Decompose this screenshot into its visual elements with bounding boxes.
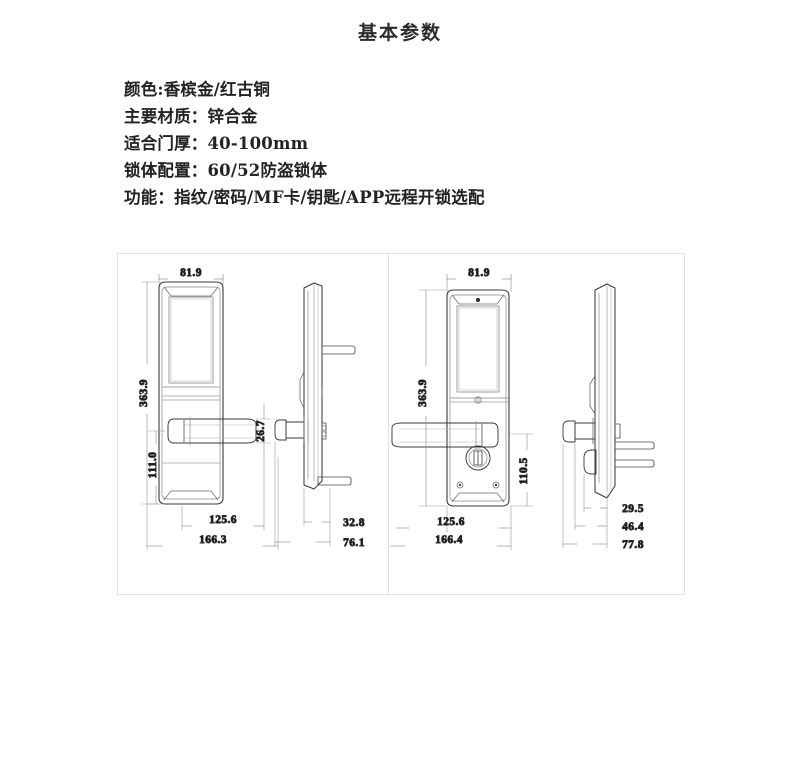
spec-line-door-thickness: 适合门厚：40-100mm (124, 134, 309, 153)
dim-back-height-363-9: 363.9 (417, 379, 429, 407)
dim-side-depth-76-1: 76.1 (343, 537, 365, 549)
spec-line-features: 功能：指纹/密码/MF卡/钥匙/APP远程开锁选配 (124, 188, 485, 207)
dim-back-handle-height-110-5: 110.5 (518, 457, 530, 484)
spec-line-color: 颜色:香槟金/红古铜 (124, 80, 271, 99)
dim-front-outer-width-166-3: 166.3 (199, 534, 227, 546)
dim-back-width-81-9: 81.9 (468, 267, 490, 279)
dim-back-side-depth-46-4: 46.4 (622, 521, 644, 533)
dim-side-depth-32-8: 32.8 (343, 517, 365, 529)
dim-front-handle-height-111-0: 111.0 (147, 452, 159, 479)
back-panel-svg: 81.9 363.9 110.5 (390, 267, 655, 551)
dim-back-inner-width-125-6: 125.6 (437, 516, 465, 528)
dim-back-outer-width-166-4: 166.4 (435, 534, 463, 546)
dim-back-side-depth-77-8: 77.8 (622, 539, 644, 551)
front-panel-drawing: 81.9 363.9 111.0 (118, 254, 388, 594)
technical-drawing-panel: 81.9 363.9 111.0 (117, 253, 685, 595)
dim-front-height-363-9: 363.9 (138, 379, 150, 407)
spec-line-lock-body: 锁体配置：60/52防盗锁体 (124, 161, 328, 180)
page-title: 基本参数 (357, 22, 442, 44)
dim-front-inner-width-125-6: 125.6 (209, 514, 237, 526)
front-panel-svg: 81.9 363.9 111.0 (138, 267, 365, 551)
spec-list: 颜色:香槟金/红古铜 主要材质：锌合金 适合门厚：40-100mm 锁体配置：6… (124, 76, 724, 211)
dim-handle-thickness-26-7: 26.7 (255, 420, 267, 442)
dim-back-side-depth-29-5: 29.5 (622, 503, 644, 515)
dim-front-width-81-9: 81.9 (180, 267, 202, 279)
spec-line-material: 主要材质：锌合金 (124, 107, 258, 126)
back-panel-drawing: 81.9 363.9 110.5 (388, 254, 686, 594)
